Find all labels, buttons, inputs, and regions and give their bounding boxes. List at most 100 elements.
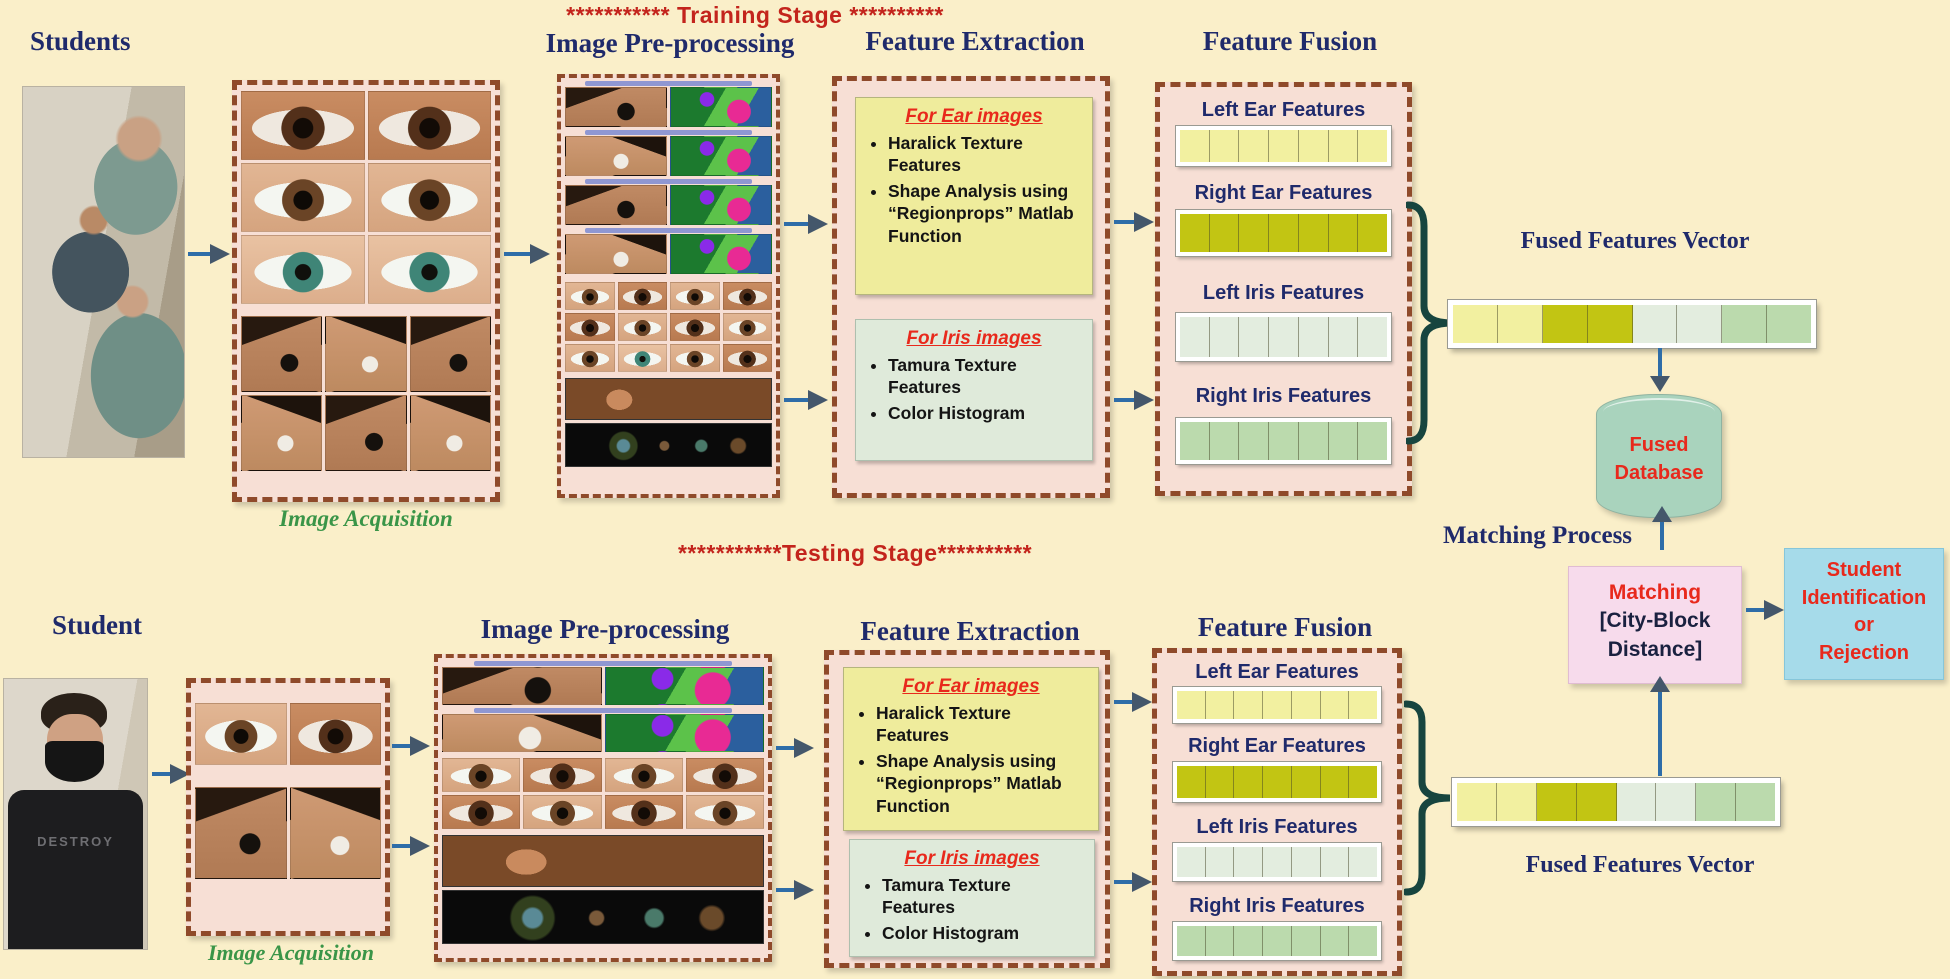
- result-line: Student: [1826, 559, 1902, 581]
- eye-photo-tile: [670, 344, 720, 372]
- flow-arrow: [1114, 692, 1152, 712]
- eye-photo-tile: [604, 758, 683, 792]
- eye-photo-tile: [241, 163, 365, 232]
- fusion-bar-label: Left Iris Features: [1202, 282, 1365, 304]
- iris-features-title: For Iris images: [904, 848, 1040, 869]
- iris-features-panel: For Iris images Tamura Texture Features …: [855, 319, 1093, 461]
- eye-photo-tile: [195, 703, 287, 765]
- eye-photo-tile: [241, 235, 365, 304]
- eye-photo-tile: [722, 313, 772, 341]
- fusion-bar-label: Left Ear Features: [1195, 661, 1359, 683]
- flow-arrow: [1650, 676, 1670, 776]
- eye-photo-tile: [523, 758, 602, 792]
- left-ear-feature-bar: [1173, 687, 1381, 723]
- eye-photo-tile: [241, 91, 365, 160]
- segmented-iris-tile: [442, 890, 764, 944]
- right-ear-feature-bar: [1176, 210, 1391, 256]
- fusion-bar-label: Left Iris Features: [1196, 816, 1358, 838]
- feature-bullet: Color Histogram: [888, 402, 1082, 424]
- training-stage-title: *********** Training Stage **********: [566, 2, 944, 28]
- ear-profile-photo-tile: [241, 316, 323, 392]
- flow-arrow: [1114, 212, 1154, 232]
- flow-arrow: [1114, 390, 1154, 410]
- fused-database-line: Database: [1614, 462, 1704, 484]
- ear-features-title: For Ear images: [902, 676, 1040, 697]
- eye-photo-tile: [442, 758, 521, 792]
- fusion-bar-label: Right Ear Features: [1188, 735, 1366, 757]
- eye-photo-tile: [722, 344, 772, 372]
- right-ear-feature-bar: [1173, 762, 1381, 802]
- eye-photo-tile: [722, 282, 772, 310]
- testing-preprocessing-header: Image Pre-processing: [480, 614, 730, 644]
- flow-arrow: [1746, 600, 1784, 620]
- matching-process-label: Matching Process: [1442, 522, 1633, 549]
- training-preprocessing-box: [557, 74, 780, 498]
- right-iris-feature-bar: [1173, 922, 1381, 960]
- student-photo: DESTROY: [3, 678, 148, 950]
- eye-photo-tile: [565, 313, 615, 341]
- segmented-ear-tile: [442, 835, 764, 887]
- processed-feature-tile: [670, 185, 772, 225]
- flow-arrow: [784, 214, 828, 234]
- training-feature-extraction-box: For Ear images Haralick Texture Features…: [832, 76, 1110, 498]
- left-iris-feature-bar: [1173, 843, 1381, 881]
- flow-arrow: [188, 244, 230, 264]
- iris-features-title: For Iris images: [906, 328, 1042, 349]
- flow-arrow: [784, 390, 828, 410]
- training-feature-fusion-box: Left Ear Features Right Ear Features Lef…: [1155, 82, 1412, 496]
- feature-bullet: Color Histogram: [882, 922, 1084, 944]
- tile-caption-smudge: [584, 179, 753, 184]
- ear-profile-photo-tile: [241, 395, 323, 471]
- left-ear-feature-bar: [1176, 126, 1391, 166]
- students-label: Students: [30, 26, 131, 56]
- eye-photo-tile: [565, 282, 615, 310]
- result-line: or: [1854, 614, 1874, 637]
- feature-bullet: Tamura Texture Features: [882, 874, 1084, 919]
- testing-feature-extraction-header: Feature Extraction: [860, 616, 1080, 646]
- identification-result-box: Student Identification or Rejection: [1784, 548, 1944, 680]
- testing-feature-fusion-header: Feature Fusion: [1197, 612, 1373, 642]
- ear-profile-photo-tile: [289, 787, 381, 879]
- testing-stage-title: ***********Testing Stage**********: [677, 540, 1033, 566]
- tile-caption-smudge: [474, 708, 732, 713]
- segmented-ear-tile: [565, 378, 772, 420]
- eye-photo-tile: [685, 758, 764, 792]
- matching-box: Matching [City-Block Distance]: [1568, 566, 1742, 684]
- ear-profile-photo-tile: [325, 395, 407, 471]
- iris-features-panel: For Iris images Tamura Texture Features …: [849, 839, 1095, 957]
- processed-feature-tile: [604, 714, 764, 752]
- left-iris-feature-bar: [1176, 313, 1391, 361]
- ear-photo-tile: [442, 667, 602, 705]
- image-acquisition-caption: Image Acquisition: [207, 940, 375, 965]
- testing-fused-vector: [1452, 778, 1780, 826]
- testing-image-acquisition-box: [186, 678, 390, 936]
- fusion-bar-label: Right Iris Features: [1189, 895, 1365, 917]
- shirt-text: DESTROY: [37, 834, 114, 850]
- students-classroom-photo: [22, 86, 185, 458]
- eye-photo-tile: [289, 703, 381, 765]
- eye-photo-tile: [523, 795, 602, 829]
- eye-photo-tile: [617, 313, 667, 341]
- ear-features-title: For Ear images: [905, 106, 1043, 127]
- tile-caption-smudge: [474, 661, 732, 666]
- testing-preprocessing-box: [434, 654, 772, 962]
- feature-bullet: Haralick Texture Features: [876, 702, 1088, 747]
- eye-photo-tile: [617, 344, 667, 372]
- ear-profile-photo-tile: [409, 395, 491, 471]
- fusion-bar-label: Left Ear Features: [1201, 99, 1366, 121]
- flow-arrow: [1114, 872, 1152, 892]
- eye-photo-tile: [367, 235, 491, 304]
- ear-profile-photo-tile: [409, 316, 491, 392]
- face-mask: [45, 741, 105, 782]
- ear-features-panel: For Ear images Haralick Texture Features…: [843, 667, 1099, 831]
- flow-arrow: [1652, 506, 1672, 550]
- feature-bullet: Shape Analysis using “Regionprops” Matla…: [876, 750, 1088, 817]
- testing-feature-extraction-box: For Ear images Haralick Texture Features…: [824, 650, 1110, 968]
- eye-photo-tile: [604, 795, 683, 829]
- training-preprocessing-header: Image Pre-processing: [545, 28, 795, 58]
- ear-profile-photo-tile: [325, 316, 407, 392]
- flow-arrow: [1650, 348, 1670, 392]
- training-feature-fusion-header: Feature Fusion: [1202, 26, 1378, 56]
- eye-photo-tile: [617, 282, 667, 310]
